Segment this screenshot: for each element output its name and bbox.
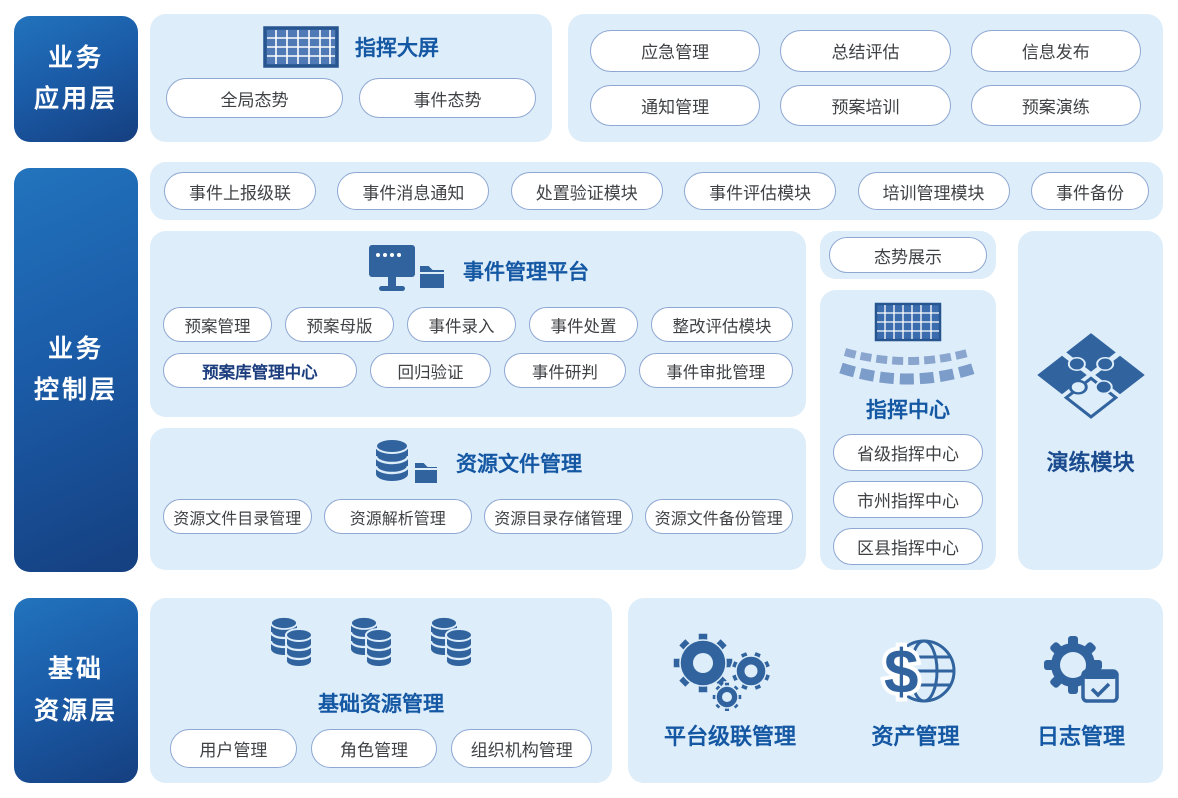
base-resource-management-panel: 基础资源管理 用户管理角色管理组织机构管理 [150, 598, 612, 783]
pill-event-module[interactable]: 回归验证 [369, 353, 492, 388]
pill-command-center-level[interactable]: 市州指挥中心 [833, 481, 983, 518]
command-center-panel: 指挥中心 省级指挥中心市州指挥中心区县指挥中心 [820, 290, 996, 570]
pill-event-module[interactable]: 事件研判 [504, 353, 626, 388]
pill-app-module[interactable]: 预案演练 [970, 84, 1141, 126]
pill-base-resource-module[interactable]: 角色管理 [310, 729, 438, 768]
grid-screen-icon [263, 26, 339, 68]
command-center-icon [835, 302, 981, 390]
pill-command-center-level[interactable]: 省级指挥中心 [833, 434, 983, 471]
pill-base-resource-module[interactable]: 用户管理 [170, 729, 297, 768]
event-management-platform-panel: 事件管理平台 预案管理预案母版事件录入事件处置整改评估模块 预案库管理中心回归验… [150, 231, 806, 417]
operations-panel: 平台级联管理 $ 资产管理 [628, 598, 1163, 783]
layer-label-line: 资源层 [33, 696, 118, 725]
pill-control-module[interactable]: 事件评估模块 [684, 172, 837, 210]
pill-base-resource-module[interactable]: 组织机构管理 [451, 729, 593, 768]
pill-control-module[interactable]: 事件上报级联 [164, 172, 316, 210]
pill-control-module[interactable]: 培训管理模块 [857, 172, 1010, 210]
pill-situation-display[interactable]: 态势展示 [829, 237, 987, 273]
ops-label: 资产管理 [871, 723, 960, 749]
panel-title: 指挥大屏 [355, 37, 439, 60]
panel-title: 资源文件管理 [456, 453, 582, 476]
pill-event-module[interactable]: 事件处置 [529, 307, 638, 342]
pill-event-module[interactable]: 预案库管理中心 [163, 353, 357, 388]
command-screen-pills: 全局态势事件态势 [164, 78, 538, 118]
layer-label-business-control: 业务 控制层 [14, 168, 138, 572]
pill-event-module[interactable]: 预案母版 [285, 307, 394, 342]
pill-resource-module[interactable]: 资源解析管理 [323, 499, 472, 534]
resource-file-management-panel: 资源文件管理 资源文件目录管理资源解析管理资源目录存储管理资源文件备份管理 [150, 428, 806, 570]
layer-label-line: 应用层 [33, 85, 118, 113]
layer-label-line: 业务 [47, 43, 104, 72]
panel-title: 基础资源管理 [318, 693, 444, 716]
monitor-folder-icon [367, 243, 447, 299]
database-folder-icon [374, 436, 440, 490]
puzzle-icon [1028, 325, 1154, 431]
pill-app-module[interactable]: 应急管理 [590, 30, 761, 72]
pill-control-module[interactable]: 事件备份 [1030, 172, 1149, 210]
layer-label-line: 基础 [47, 655, 104, 684]
drill-module-panel: 演练模块 [1018, 231, 1163, 570]
pill-app-module[interactable]: 总结评估 [780, 30, 951, 72]
ops-item-asset-management: $ 资产管理 [870, 631, 962, 751]
pill-control-module[interactable]: 事件消息通知 [337, 172, 490, 210]
ops-item-log-management: 日志管理 [1035, 631, 1127, 751]
pill-app-module[interactable]: 预案培训 [780, 84, 951, 126]
pill-resource-module[interactable]: 资源文件备份管理 [644, 499, 793, 534]
log-gear-icon [1035, 631, 1127, 711]
gears-icon [665, 631, 795, 711]
layer-label-line: 控制层 [33, 376, 118, 404]
control-modules-row: 事件上报级联事件消息通知处置验证模块事件评估模块培训管理模块事件备份 [150, 162, 1163, 220]
pill-event-module[interactable]: 整改评估模块 [651, 307, 793, 342]
layer-label-base-resource: 基础 资源层 [14, 598, 138, 783]
command-big-screen-panel: 指挥大屏 全局态势事件态势 [150, 14, 552, 142]
svg-text:$: $ [884, 638, 918, 707]
pill-event-module[interactable]: 预案管理 [163, 307, 272, 342]
layer-label-business-application: 业务 应用层 [14, 16, 138, 142]
pill-resource-module[interactable]: 资源目录存储管理 [484, 499, 633, 534]
pill-situation-view[interactable]: 全局态势 [166, 78, 343, 118]
layer-label-line: 业务 [47, 334, 104, 363]
ops-label: 平台级联管理 [664, 723, 797, 749]
asset-globe-icon: $ [870, 631, 962, 711]
panel-title: 指挥中心 [866, 399, 950, 422]
panel-title: 演练模块 [1046, 449, 1135, 475]
ops-label: 日志管理 [1036, 723, 1125, 749]
pill-app-module[interactable]: 信息发布 [970, 30, 1141, 72]
application-modules-panel: 应急管理总结评估信息发布通知管理预案培训预案演练 [568, 14, 1163, 142]
pill-event-module[interactable]: 事件审批管理 [638, 353, 793, 388]
pill-control-module[interactable]: 处置验证模块 [510, 172, 663, 210]
pill-situation-view[interactable]: 事件态势 [359, 78, 536, 118]
ops-item-platform-cascade: 平台级联管理 [664, 631, 796, 751]
pill-event-module[interactable]: 事件录入 [407, 307, 516, 342]
situation-display-box: 态势展示 [820, 231, 996, 279]
panel-title: 事件管理平台 [463, 261, 589, 284]
pill-app-module[interactable]: 通知管理 [590, 84, 761, 126]
databases-icon [263, 608, 499, 686]
pill-resource-module[interactable]: 资源文件目录管理 [163, 499, 312, 534]
pill-command-center-level[interactable]: 区县指挥中心 [833, 528, 983, 565]
